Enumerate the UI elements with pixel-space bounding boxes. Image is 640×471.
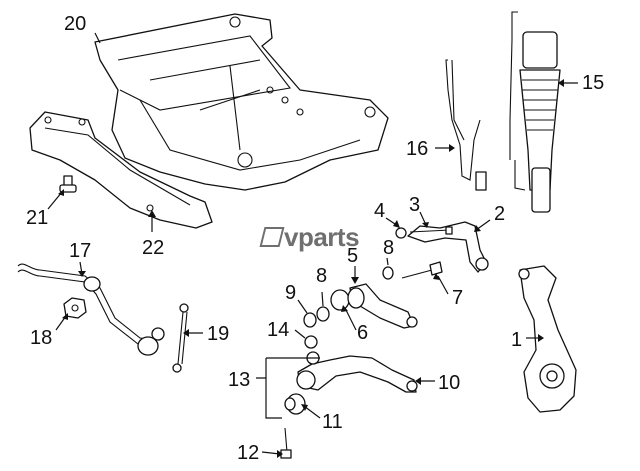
vparts-logo-icon [259,227,285,247]
vparts-watermark: vparts [259,222,360,253]
crossmember-part-22 [29,111,213,229]
callout-22: 22 [142,237,165,259]
bolt-part-12 [280,427,292,459]
knuckle-part-1 [518,265,577,413]
subframe-part-20 [94,13,389,191]
callout-3: 3 [409,194,421,216]
nut-part-9 [303,312,317,328]
callout-9: 9 [285,282,297,304]
callout-13: 13 [228,369,251,391]
callout-5: 5 [347,245,359,267]
callout-4: 4 [374,200,386,222]
callout-7: 7 [452,287,464,309]
callout-16: 16 [406,138,429,160]
bolt-part-7 [401,261,443,279]
callout-6: 6 [357,322,369,344]
leader-lines [47,32,578,458]
bushing-part-11 [284,393,306,415]
callout-8-upper: 8 [383,237,395,259]
washer-part-8a [382,266,394,280]
bushing-part-6 [330,287,365,311]
callout-15: 15 [582,72,605,94]
bolt-part-3 [409,226,453,235]
callout-19: 19 [207,323,230,345]
washer-part-8b [316,306,330,322]
control-arm-part-10 [296,351,418,393]
watermark-text: vparts [284,222,360,252]
callout-20: 20 [64,13,87,35]
callout-2: 2 [494,203,506,225]
stabilizer-bar-part-17 [17,263,165,356]
stabilizer-link-part-19 [172,303,189,373]
air-strut-part-15 [509,11,561,213]
callout-14: 14 [267,319,290,341]
callout-17: 17 [69,240,92,262]
callout-18: 18 [30,327,53,349]
sensor-part-16 [445,59,487,191]
callout-12: 12 [237,442,260,464]
callout-8-lower: 8 [316,265,328,287]
nut-part-4 [395,227,407,239]
callout-10: 10 [438,372,461,394]
bolt-part-21 [59,175,77,193]
callout-21: 21 [26,207,49,229]
callout-11: 11 [322,411,343,433]
upper-arm-part-2 [407,221,489,273]
callout-1: 1 [511,329,523,351]
nut-part-14 [304,335,318,349]
lower-arm-part-5 [349,283,418,329]
